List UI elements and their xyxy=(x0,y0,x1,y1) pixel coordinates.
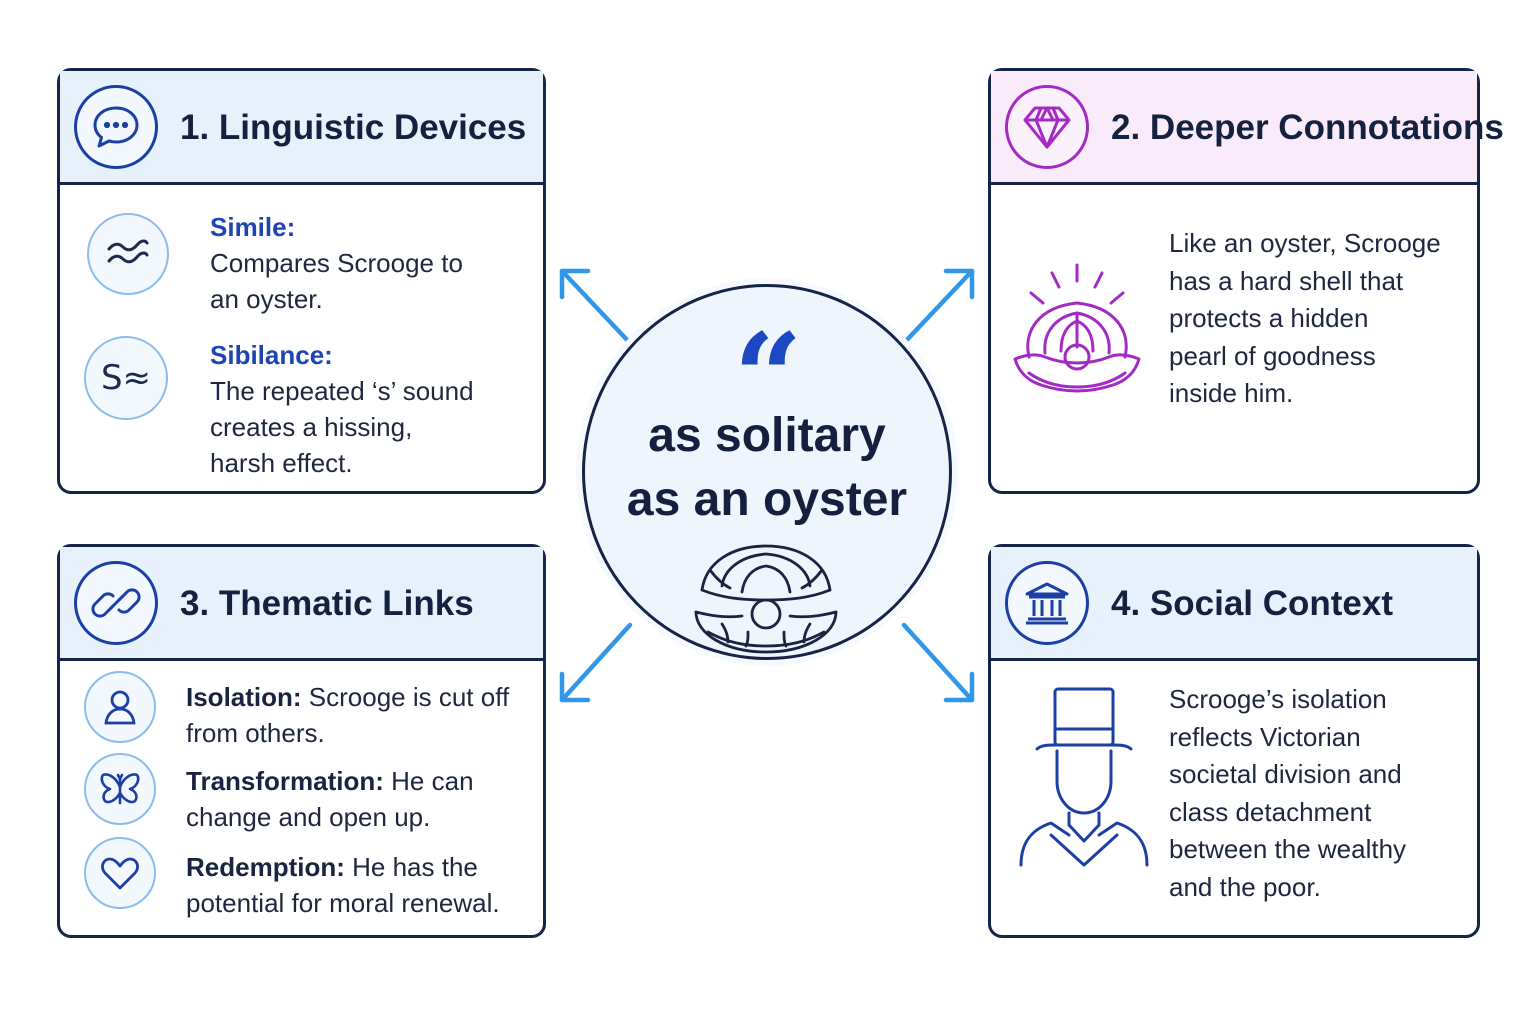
top-hat-man-icon xyxy=(1017,685,1153,871)
card-header: 3. Thematic Links xyxy=(60,547,543,661)
sibilance-item: Sibilance: The repeated ‘s’ sound create… xyxy=(210,337,474,481)
simile-item: Simile: Compares Scrooge to an oyster. xyxy=(210,209,463,317)
quote-line: as an oyster xyxy=(626,473,908,526)
isolation-text: Scrooge is cut off xyxy=(301,682,510,712)
card-header: 2. Deeper Connotations xyxy=(991,71,1504,185)
speech-bubble-icon xyxy=(74,85,158,169)
transformation-label: Transformation: xyxy=(186,766,384,796)
butterfly-icon xyxy=(84,753,156,825)
redemption-label: Redemption: xyxy=(186,852,345,882)
connotations-line: Like an oyster, Scrooge xyxy=(1169,228,1441,258)
heart-icon xyxy=(84,837,156,909)
card-thematic-links: 3. Thematic Links Isolation: Scrooge is … xyxy=(57,544,546,938)
simile-text-line: Compares Scrooge to xyxy=(210,248,463,278)
social-line: and the poor. xyxy=(1169,871,1321,902)
card-title: 3. Thematic Links xyxy=(180,584,474,623)
social-line: reflects Victorian xyxy=(1169,721,1361,752)
card-social-context: 4. Social Context Scrooge’s isolation re… xyxy=(988,544,1480,938)
card-title: 1. Linguistic Devices xyxy=(180,108,527,147)
social-line: class detachment xyxy=(1169,796,1372,827)
redemption-item: Redemption: He has the potential for mor… xyxy=(186,849,500,921)
sibilance-text-line: creates a hissing, xyxy=(210,412,413,442)
wave-icon xyxy=(87,213,169,295)
arrow-to-deeper-connotations xyxy=(901,268,975,346)
transformation-item: Transformation: He can change and open u… xyxy=(186,763,474,835)
s-sound-icon-text: S≈ xyxy=(100,358,152,398)
sibilance-text-line: harsh effect. xyxy=(210,448,353,478)
sibilance-text-line: The repeated ‘s’ sound xyxy=(210,376,474,406)
connotations-line: has a hard shell that xyxy=(1169,265,1404,296)
isolation-text-line: from others. xyxy=(186,718,325,748)
sibilance-label: Sibilance: xyxy=(210,340,333,370)
arrow-to-linguistic-devices xyxy=(559,268,633,346)
center-quote-circle xyxy=(582,284,952,660)
connotations-line: pearl of goodness xyxy=(1169,340,1376,371)
transformation-text-line: change and open up. xyxy=(186,802,431,832)
center-quote-text: as solitary as an oyster xyxy=(582,404,952,532)
card-header: 1. Linguistic Devices xyxy=(60,71,543,185)
person-icon xyxy=(84,671,156,743)
isolation-item: Isolation: Scrooge is cut off from other… xyxy=(186,679,509,751)
connotations-line: protects a hidden xyxy=(1169,303,1369,333)
social-line: Scrooge’s isolation xyxy=(1169,684,1387,714)
bank-icon xyxy=(1005,561,1089,645)
s-sound-icon: S≈ xyxy=(84,336,168,420)
card-linguistic-devices: 1. Linguistic Devices Simile: Compares S… xyxy=(57,68,546,494)
transformation-text: He can xyxy=(383,766,474,796)
isolation-label: Isolation: xyxy=(186,682,302,712)
card-title: 4. Social Context xyxy=(1111,584,1394,623)
simile-text-line: an oyster. xyxy=(210,284,323,314)
social-text: Scrooge’s isolation reflects Victorian s… xyxy=(1169,681,1406,906)
quote-line: as solitary xyxy=(648,409,886,462)
social-line: societal division and xyxy=(1169,759,1402,789)
card-deeper-connotations: 2. Deeper Connotations Like an oyster, S… xyxy=(988,68,1504,494)
arrow-to-social-context xyxy=(901,622,975,703)
connotations-text: Like an oyster, Scrooge has a hard shell… xyxy=(1169,225,1441,413)
glowing-oyster-icon xyxy=(1009,261,1145,411)
card-header: 4. Social Context xyxy=(991,547,1477,661)
quote-mark-icon: “ xyxy=(733,307,803,448)
simile-label: Simile: xyxy=(210,212,296,242)
card-title: 2. Deeper Connotations xyxy=(1111,108,1504,147)
link-icon xyxy=(74,561,158,645)
arrow-to-thematic-links xyxy=(559,622,633,703)
social-line: between the wealthy xyxy=(1169,834,1407,864)
gem-icon xyxy=(1005,85,1089,169)
oyster-pearl-icon xyxy=(692,540,840,658)
redemption-text-line: potential for moral renewal. xyxy=(186,888,500,918)
connotations-line: inside him. xyxy=(1169,378,1294,408)
redemption-text: He has the xyxy=(344,852,478,882)
